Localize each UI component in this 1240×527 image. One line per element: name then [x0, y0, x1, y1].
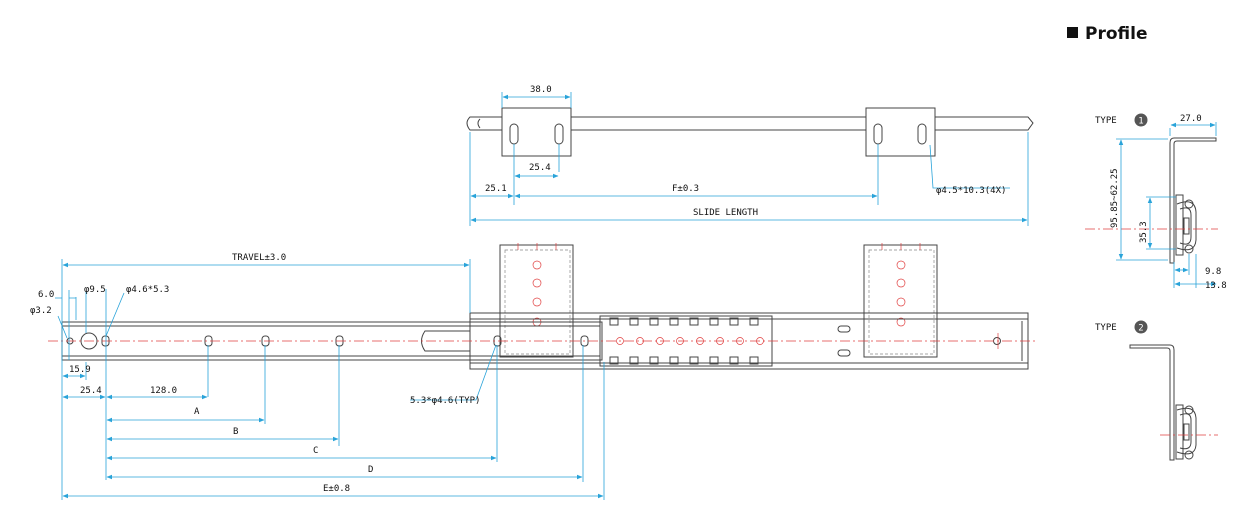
type-2-bracket	[1129, 344, 1175, 461]
black-square-bullet-icon	[1067, 27, 1078, 38]
type-1-badge	[1134, 113, 1148, 127]
typ-note: 5.3*φ4.6(TYP)	[410, 396, 480, 406]
dim-128: 128.0	[150, 386, 177, 396]
dim-a: A	[194, 407, 200, 417]
dim-3-2: φ3.2	[30, 306, 52, 316]
front-bracket-left	[499, 243, 574, 358]
dim-b: B	[233, 427, 238, 437]
dim-38: 38.0	[530, 85, 552, 95]
type-2-badge-number: 2	[1138, 324, 1143, 334]
top-view: 38.0 25.4 25.1 F±0.3 φ4.5*10.3(4X) SLIDE…	[466, 85, 1034, 226]
type-1-bracket	[1169, 137, 1217, 264]
top-bracket-left	[501, 107, 572, 157]
slide-length-label: SLIDE LENGTH	[693, 208, 758, 218]
profile-title: Profile	[1085, 24, 1148, 44]
dim-9-5: φ9.5	[84, 285, 106, 295]
dim-c: C	[313, 446, 318, 456]
dim-25-1: 25.1	[485, 184, 507, 194]
top-bracket-right	[865, 107, 936, 157]
front-view: TRAVEL±3.0 6.0 φ9.5 φ4.6*5.3 φ3.2 15.9 2…	[30, 243, 1038, 500]
type-2-badge	[1134, 320, 1148, 334]
lever-slot	[421, 330, 471, 352]
top-rail	[466, 116, 1034, 131]
front-bracket-right	[863, 243, 938, 358]
dim-15-9: 15.9	[69, 365, 91, 375]
dim-f: F±0.3	[672, 184, 699, 194]
dim-13-8: 13.8	[1205, 281, 1227, 291]
type-1-label: TYPE	[1095, 116, 1117, 126]
dim-range: 95.85~62.25	[1110, 168, 1120, 228]
profile-heading: Profile	[1067, 24, 1147, 44]
dim-25-4-top: 25.4	[529, 163, 551, 173]
profile-type-1: TYPE 1 27.0 95.85~62.25 35.3 9.8 13.8	[1085, 113, 1227, 291]
dim-d: D	[368, 465, 373, 475]
travel-label: TRAVEL±3.0	[232, 253, 286, 263]
type-1-badge-number: 1	[1138, 117, 1143, 127]
dim-4-6: φ4.6*5.3	[126, 285, 169, 295]
profile-type-2: TYPE 2	[1095, 320, 1218, 461]
dim-25-4-front: 25.4	[80, 386, 102, 396]
dim-6: 6.0	[38, 290, 54, 300]
type-2-label: TYPE	[1095, 323, 1117, 333]
dim-e: E±0.8	[323, 484, 350, 494]
dim-35-3: 35.3	[1139, 221, 1149, 243]
dim-9-8: 9.8	[1205, 267, 1221, 277]
dim-27: 27.0	[1180, 114, 1202, 124]
hole-note: φ4.5*10.3(4X)	[936, 186, 1006, 196]
